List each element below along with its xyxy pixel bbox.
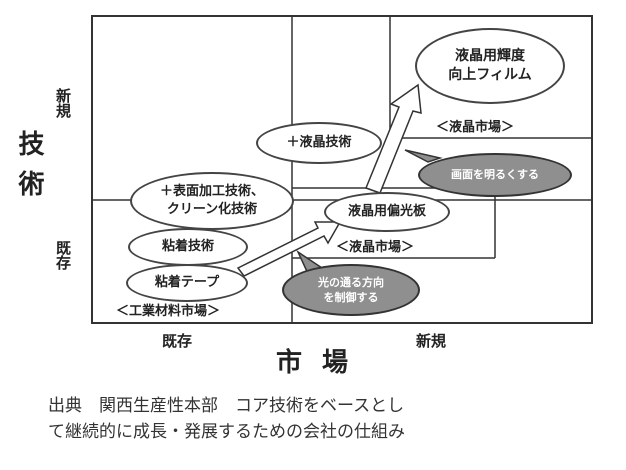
arrow-polarizer-to-film (365, 83, 422, 194)
axis-market-existing: 既存 (162, 332, 193, 350)
caption-line-1: 出典 関西生産性本部 コア技術をベースとし (48, 396, 405, 416)
axis-tech-label: 技術 (14, 130, 44, 210)
node-lcd-film: 液晶用輝度 向上フィルム (415, 28, 565, 104)
node-surface-tech: ＋表面加工技術、 クリーン化技術 (130, 172, 294, 230)
node-lcd-polarizer: 液晶用偏光板 (324, 192, 450, 232)
arrow-tape-to-polarizer (236, 221, 342, 277)
caption-line-2: て継続的に成長・発展するための会社の仕組み (48, 422, 405, 443)
caption: 出典 関西生産性本部 コア技術をベースとし て継続的に成長・発展するための会社の… (48, 393, 608, 446)
axis-tech-new: 新規 (54, 88, 72, 118)
node-adhesive-tape: 粘着テープ (126, 264, 248, 302)
callout-brighten: 画面を明るくする (418, 153, 572, 197)
market-label-lcd-mid: ＜液晶市場＞ (336, 240, 415, 255)
callout-light-control: 光の通る方向 を制御する (282, 264, 420, 316)
node-lcd-tech: ＋液晶技術 (256, 122, 382, 164)
axis-tech-existing: 既存 (54, 240, 72, 270)
axis-market-new: 新規 (416, 332, 447, 350)
market-label-lcd-top: ＜液晶市場＞ (436, 120, 515, 135)
axis-market-label: 市場 (276, 348, 369, 378)
market-label-industrial: ＜工業材料市場＞ (116, 304, 221, 319)
